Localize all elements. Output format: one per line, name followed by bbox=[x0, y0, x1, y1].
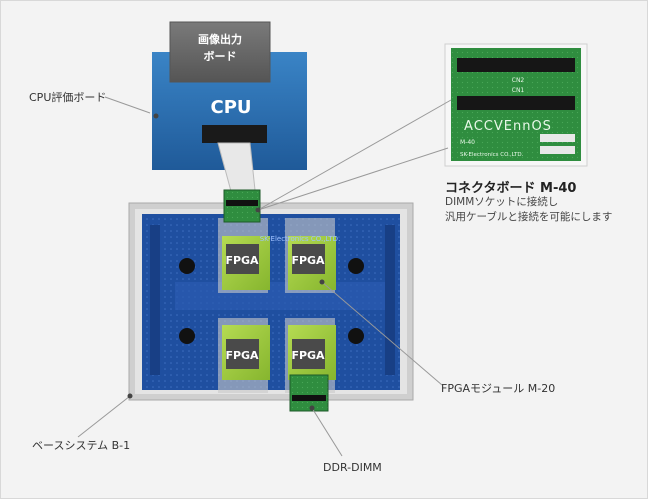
leader-connector-lower bbox=[257, 147, 449, 211]
leader-dot bbox=[255, 207, 261, 213]
connector-photo-cn2-label: CN2 bbox=[512, 77, 525, 84]
connector-photo-label-box bbox=[540, 134, 575, 142]
connector-slot bbox=[226, 200, 258, 206]
connector-board-desc-2: 汎用ケーブルと接続を可能にします bbox=[445, 211, 613, 223]
leader-dot bbox=[309, 405, 315, 411]
fpga-chip bbox=[292, 244, 325, 274]
connector-photo-maker: SK-Electronics CO.,LTD. bbox=[460, 152, 524, 158]
connector-photo-cn2 bbox=[457, 58, 575, 72]
connector-photo-model: M-40 bbox=[460, 139, 475, 146]
video-output-label-2: ボード bbox=[204, 49, 237, 63]
fpga-chip bbox=[226, 244, 259, 274]
cpu-board-label: CPU評価ボード bbox=[29, 91, 107, 104]
cpu-connector-shape bbox=[202, 125, 267, 143]
connector-photo-cn1 bbox=[457, 96, 575, 110]
ddr-dimm-label: DDR-DIMM bbox=[323, 461, 382, 474]
fpga-chip bbox=[292, 339, 325, 369]
connector-photo-label-box bbox=[540, 146, 575, 154]
pcb-left-rail bbox=[150, 225, 160, 375]
leader-base-system bbox=[77, 395, 131, 438]
fpga-label-bl: FPGA bbox=[225, 349, 259, 362]
pcb-inductor bbox=[348, 328, 364, 344]
connector-photo-cn1-label: CN1 bbox=[512, 87, 525, 94]
leader-cpu-board bbox=[104, 96, 151, 114]
leader-dot bbox=[153, 113, 159, 119]
pcb-center-bus bbox=[175, 282, 390, 310]
pcb-maker-print: SK-Electronics CO.,LTD. bbox=[260, 235, 341, 243]
fpga-label-tl: FPGA bbox=[225, 254, 259, 267]
ddr-dimm-shape bbox=[289, 374, 329, 412]
fpga-label-br: FPGA bbox=[291, 349, 325, 362]
video-output-label-1: 画像出力 bbox=[198, 32, 242, 46]
connector-photo-logo: ACCVEnnOS bbox=[464, 119, 552, 134]
fpga-module-tr bbox=[285, 218, 336, 293]
leader-connector-upper bbox=[257, 99, 452, 211]
cpu-label: CPU bbox=[210, 97, 251, 118]
video-output-board-shape bbox=[169, 21, 271, 83]
leader-dot bbox=[127, 393, 133, 399]
fpga-chip bbox=[226, 339, 259, 369]
connector-board-title: コネクタボード M-40 bbox=[445, 181, 577, 196]
leader-fpga-module bbox=[321, 281, 443, 386]
fpga-module-bl bbox=[218, 318, 270, 393]
fpga-module-label: FPGAモジュール M-20 bbox=[441, 382, 556, 395]
pcb-right-rail bbox=[385, 225, 395, 375]
pcb-inductor bbox=[348, 258, 364, 274]
fpga-label-tr: FPGA bbox=[291, 254, 325, 267]
base-system-label: ベースシステム B-1 bbox=[32, 439, 131, 452]
pcb-inductor bbox=[179, 328, 195, 344]
leader-ddr-dimm bbox=[311, 407, 343, 457]
fpga-module-tl bbox=[218, 218, 270, 293]
leader-dot bbox=[319, 279, 325, 285]
pcb-inductor bbox=[179, 258, 195, 274]
ddr-dimm-slot bbox=[292, 395, 326, 401]
connector-board-desc-1: DIMMソケットに接続し bbox=[445, 196, 559, 208]
